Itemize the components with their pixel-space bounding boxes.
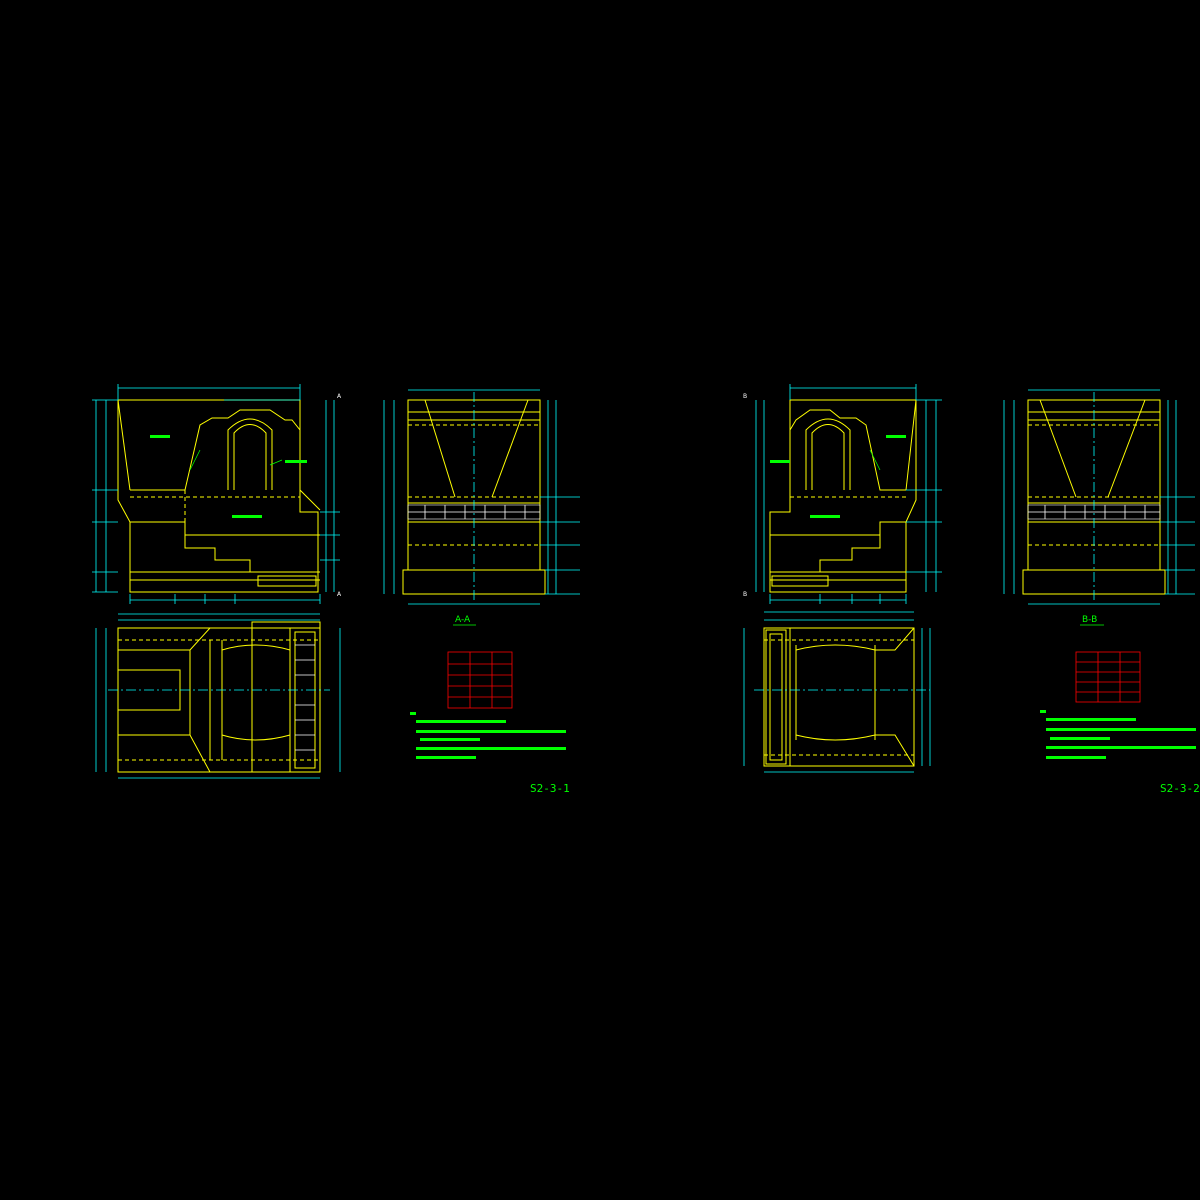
sheet-1: A A [92, 384, 580, 795]
sheet-1-section-mark-bottom: A [337, 591, 342, 598]
sheet-1-section-label: A-A [455, 615, 471, 625]
sheet-1-section-view: A-A [383, 389, 580, 626]
sheet-2-material-table [1075, 651, 1141, 703]
sheet-1-plan-view [95, 613, 341, 779]
sheet-2-section-view: B-B [1003, 389, 1195, 626]
sheet-1-drawing-number: S2-3-1 [530, 782, 570, 795]
sheet-1-notes [410, 712, 566, 759]
sheet-2-drawing-number: S2-3-2 [1160, 782, 1200, 795]
sheet-2-elevation-view: B B [743, 384, 942, 604]
sheet-2-section-mark-bottom: B [743, 591, 747, 598]
sheet-2-title-block: S2-3-2 [1160, 782, 1200, 795]
sheet-2-notes [1040, 710, 1196, 759]
sheet-2-section-mark-top: B [743, 393, 747, 400]
sheet-1-section-mark-top: A [337, 393, 342, 400]
sheet-2: B B [743, 384, 1200, 795]
sheet-1-material-table [447, 651, 513, 709]
sheet-2-section-label: B-B [1082, 615, 1097, 625]
sheet-1-elevation-view: A A [92, 384, 342, 604]
sheet-1-title-block: S2-3-1 [530, 782, 570, 795]
sheet-2-plan-view [743, 611, 931, 773]
